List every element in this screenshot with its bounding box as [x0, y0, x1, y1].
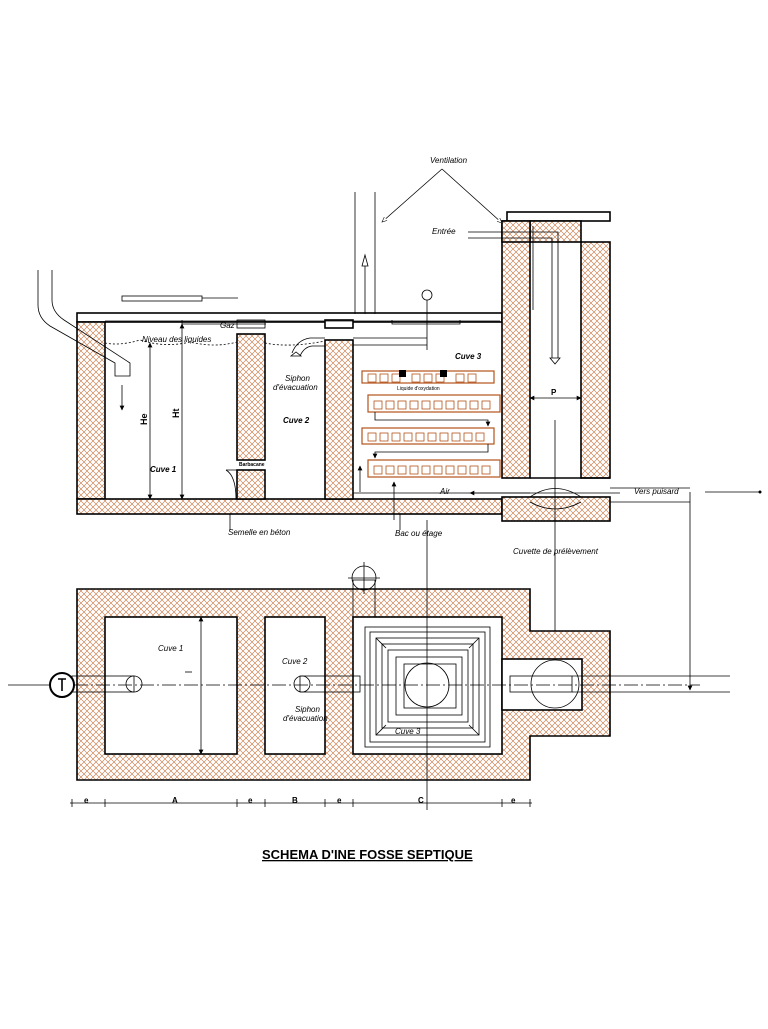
partition-1 — [236, 333, 266, 461]
liquid-level-label: Niveau des liquides — [142, 335, 211, 344]
plan-cuve1 — [104, 616, 238, 755]
entree-label: Entrée — [432, 227, 456, 236]
barbacane-label: Barbacane — [239, 462, 265, 468]
plan-cuvette-chamber — [501, 658, 583, 711]
cuve1-label: Cuve 1 — [150, 465, 177, 474]
bac-label: Bac ou étage — [395, 529, 443, 538]
plan-cuve2 — [264, 616, 326, 755]
plan-siphon-label-1: Siphon — [295, 705, 320, 714]
cuve2-label: Cuve 2 — [283, 416, 310, 425]
dim-c: C — [418, 796, 424, 805]
dim-e-3: e — [337, 796, 342, 805]
siphon-label-1: Siphon — [285, 374, 310, 383]
dim-e-1: e — [84, 796, 89, 805]
vers-puisard-label: Vers puisard — [634, 487, 679, 496]
plan-cuve1-label: Cuve 1 — [158, 644, 183, 653]
plan-cuve3 — [352, 616, 503, 755]
ventilation-wall-left — [501, 220, 531, 479]
plan-trays — [364, 626, 491, 748]
section-view: Ventilation Entrée Gaz Niveau des liquid… — [37, 156, 762, 691]
bottom-slab-right — [501, 496, 611, 522]
plan-cuve2-label: Cuve 2 — [282, 657, 308, 666]
siphon-label-2: d'évacuation — [273, 383, 318, 392]
p-label: P — [551, 388, 557, 397]
drawing-title: SCHEMA D'INE FOSSE SEPTIQUE — [262, 847, 473, 862]
left-wall — [76, 321, 106, 500]
semelle-label: Semelle en béton — [228, 528, 291, 537]
dim-e-2: e — [248, 796, 253, 805]
he-label: He — [139, 413, 149, 425]
dim-b: B — [292, 796, 298, 805]
gaz-label: Gaz — [220, 321, 235, 330]
cuvette-icon — [530, 659, 580, 709]
dim-e-4: e — [511, 796, 516, 805]
ventilation-label: Ventilation — [430, 156, 468, 165]
dimension-chain: e A e B e C e — [70, 796, 532, 807]
oxidation-label: Liquide d'oxydation — [397, 386, 440, 392]
dim-a: A — [172, 796, 178, 805]
plan-view: Cuve 1 Cuve 2 Cuve 3 Siphon d'évacuation — [8, 520, 730, 810]
cuvette-label: Cuvette de prélèvement — [513, 547, 599, 556]
ventilation-cap — [506, 211, 611, 222]
cuve3-label: Cuve 3 — [455, 352, 482, 361]
plan-siphon-label-2: d'évacuation — [283, 714, 328, 723]
ventilation-wall-right — [580, 241, 611, 479]
barbacane-block — [236, 469, 266, 500]
ventilation-cap-hatch — [529, 220, 582, 243]
ht-label: Ht — [171, 409, 181, 419]
air-label: Air — [439, 487, 450, 496]
plan-cuve3-label: Cuve 3 — [395, 727, 421, 736]
oxidation-trays — [357, 370, 501, 520]
partition-2 — [324, 339, 354, 500]
bottom-slab — [76, 498, 503, 515]
